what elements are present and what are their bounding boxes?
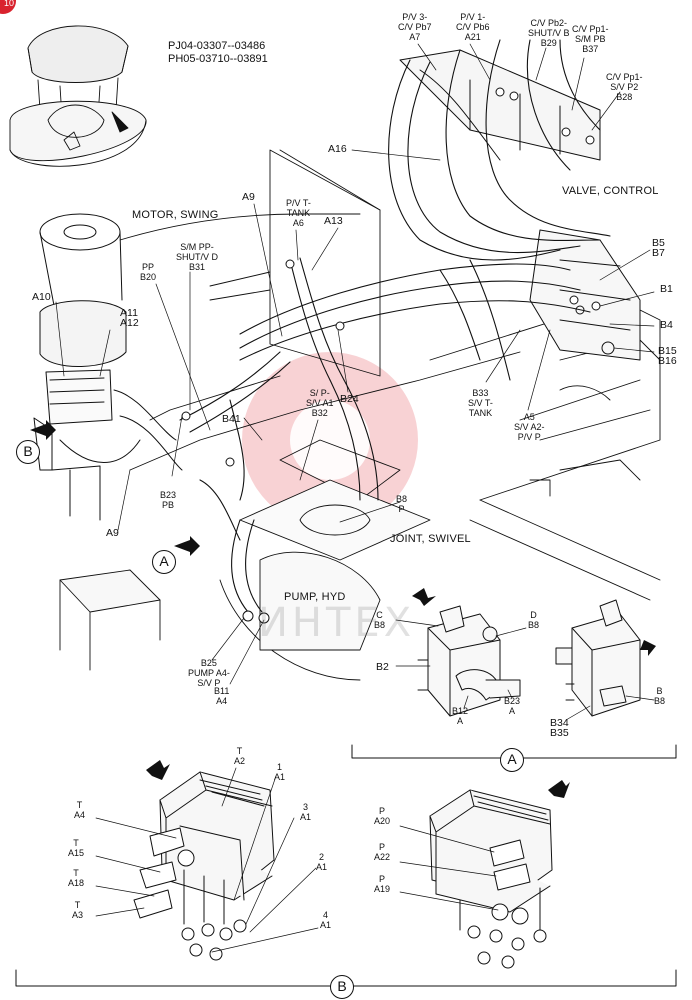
serial-line: PH05-03710--03891 [168,53,268,65]
detail-a-block-right [555,599,641,717]
callout-b-a1-2: 2 A1 [316,852,328,872]
callout-a16: A16 [328,143,347,155]
callout-a9-left: A9 [106,527,119,539]
callout-b41: B41 [222,413,241,425]
callout-a-b12: B12 A [452,706,469,726]
callout-a-b2: B2 [376,661,389,673]
frame-structure [59,149,661,681]
callout-a-b23: B23 A [504,696,521,716]
callout-b20: PP B20 [140,262,157,282]
callout-a7: P/V 3-C/V Pb7 A7 [398,12,432,42]
detail-marker-a: A [152,550,176,574]
callout-b25: B25 PUMP A4-S/V P [188,658,230,688]
watermark-text: ИНТЕХ [258,600,416,646]
section-title-valve-control: VALVE, CONTROL [562,185,659,197]
detail-a-block-left [417,605,521,717]
callout-b8-main: B8 P [396,494,408,514]
leader-lines [55,43,655,953]
section-title-pump-hyd: PUMP, HYD [284,591,346,603]
callout-b-a18: T A18 [68,868,85,888]
callout-b-a1-4: 4 A1 [320,910,332,930]
callout-b-a4: T A4 [74,800,86,820]
pilot-valve-left-ports [133,827,247,961]
callout-b23-main: B23 PB [160,490,177,510]
callout-a9-top: A9 [242,191,255,203]
pilot-valve-right-ports [459,839,547,969]
callout-b-a15: T A15 [68,838,85,858]
callout-b-a20: P A20 [374,806,391,826]
pilot-valve-left [159,771,275,901]
callout-b-a2: T A2 [234,746,246,766]
callout-a21: P/V 1-C/V Pb6 A21 [456,12,490,42]
callout-b31: S/M PP-SHUT/V D B31 [176,242,219,272]
callout-a-b8d: D B8 [528,610,540,630]
callout-b-a1-3: 3 A1 [300,802,312,822]
callout-a10: A10 [32,291,51,303]
pilot-valve-right [429,789,553,913]
serial-line: PJ04-03307--03486 [168,40,266,52]
callout-b24: B24 [340,393,359,405]
detail-a-caption: A [500,748,524,772]
callout-a5: A5 S/V A2-P/V P [514,412,545,442]
detail-marker-b: B [16,440,40,464]
callout-a-b8c: C B8 [374,610,386,630]
callout-b-a3: T A3 [72,900,84,920]
swing-motor [33,213,183,521]
section-title-joint-swivel: JOINT, SWIVEL [390,533,471,545]
machine-thumbnail [9,25,147,167]
detail-b-caption: B [330,975,354,999]
callout-a6: P/V T-TANK A6 [286,198,311,228]
callout-b32: S/ P-S/V A1 B32 [306,388,334,418]
control-valve [399,49,641,361]
callout-b-a1-1: 1 A1 [274,762,286,782]
callout-b33: B33 S/V T-TANK [468,388,493,418]
hose-fittings [181,87,601,624]
callout-b29: C/V Pb2-SHUT/V B B29 [528,18,570,48]
callout-a13: A13 [324,215,343,227]
callout-b-a22: P A22 [374,842,391,862]
callout-b28: C/V Pp1-S/V P2 B28 [606,72,643,102]
hose-bundle [179,39,611,613]
callout-b4: B4 [660,319,673,331]
serial-range: PJ04-03307--03486 PH05-03710--03891 [168,40,268,66]
callout-b-a19: P A19 [374,874,391,894]
arrow-icon [30,420,656,798]
callout-b37: C/V Pp1-S/M PB B37 [572,24,609,54]
callout-a-b8b: B B8 [654,686,666,706]
section-title-motor-swing: MOTOR, SWING [132,209,219,221]
watermark-gear-hole [290,400,370,480]
page-badge: 10 [0,0,16,14]
callout-b1: B1 [660,283,673,295]
callout-b11: B11 A4 [214,686,230,706]
